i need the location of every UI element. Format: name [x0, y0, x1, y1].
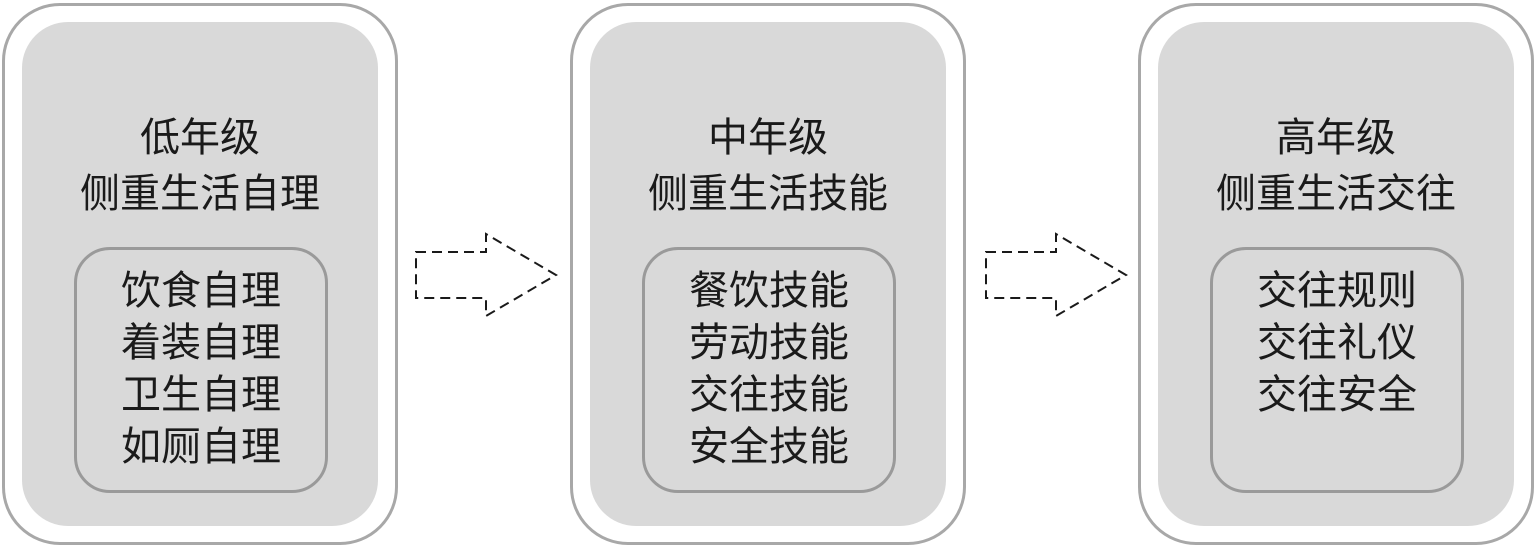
- skill-box: 餐饮技能 劳动技能 交往技能 安全技能: [642, 247, 896, 493]
- stage-high-grade: 高年级 侧重生活交往 交往规则 交往礼仪 交往安全: [1138, 3, 1534, 545]
- stage-panel: 高年级 侧重生活交往 交往规则 交往礼仪 交往安全: [1158, 22, 1514, 526]
- skill-item: 卫生自理: [121, 372, 281, 418]
- stage-title: 高年级: [1276, 115, 1396, 161]
- stage-heading: 低年级 侧重生活自理: [22, 110, 378, 222]
- skill-list: 餐饮技能 劳动技能 交往技能 安全技能: [645, 265, 893, 473]
- skill-item: 着装自理: [121, 320, 281, 366]
- stage-panel: 中年级 侧重生活技能 餐饮技能 劳动技能 交往技能 安全技能: [590, 22, 946, 526]
- stage-low-grade: 低年级 侧重生活自理 饮食自理 着装自理 卫生自理 如厕自理: [2, 3, 398, 545]
- skill-item: 餐饮技能: [689, 268, 849, 314]
- skill-list: 饮食自理 着装自理 卫生自理 如厕自理: [77, 265, 325, 473]
- stage-panel: 低年级 侧重生活自理 饮食自理 着装自理 卫生自理 如厕自理: [22, 22, 378, 526]
- stage-title: 中年级: [708, 115, 828, 161]
- stage-subtitle: 侧重生活技能: [648, 171, 888, 217]
- skill-item: 交往规则: [1257, 268, 1417, 314]
- stage-subtitle: 侧重生活交往: [1216, 171, 1456, 217]
- stage-heading: 中年级 侧重生活技能: [590, 110, 946, 222]
- skill-item: 交往技能: [689, 372, 849, 418]
- stage-subtitle: 侧重生活自理: [80, 171, 320, 217]
- stage-title: 低年级: [140, 115, 260, 161]
- skill-box: 交往规则 交往礼仪 交往安全: [1210, 247, 1464, 493]
- skill-item: 劳动技能: [689, 320, 849, 366]
- skill-item: 如厕自理: [121, 424, 281, 470]
- skill-item: 饮食自理: [121, 268, 281, 314]
- skill-item: 交往礼仪: [1257, 320, 1417, 366]
- skill-box: 饮食自理 着装自理 卫生自理 如厕自理: [74, 247, 328, 493]
- dashed-arrow-right-icon: [415, 232, 558, 318]
- dashed-arrow-right-icon: [985, 232, 1128, 318]
- skill-item: 交往安全: [1257, 372, 1417, 418]
- stage-heading: 高年级 侧重生活交往: [1158, 110, 1514, 222]
- skill-list: 交往规则 交往礼仪 交往安全: [1213, 265, 1461, 421]
- skill-item: 安全技能: [689, 424, 849, 470]
- stage-mid-grade: 中年级 侧重生活技能 餐饮技能 劳动技能 交往技能 安全技能: [570, 3, 966, 545]
